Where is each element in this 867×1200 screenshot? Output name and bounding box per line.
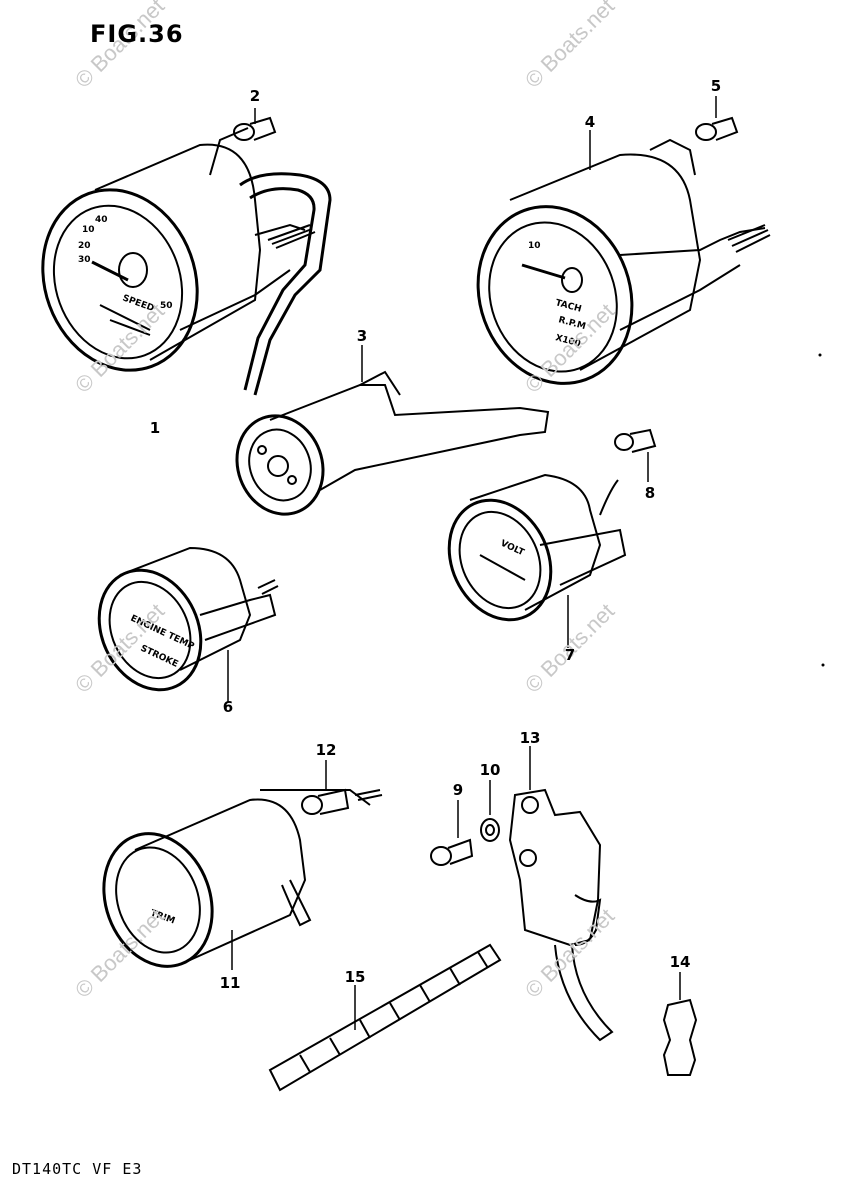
voltmeter-word: VOLT [499,539,527,559]
callout-2: 2 [249,87,261,105]
callout-10: 10 [479,761,501,779]
drive-adapter [235,345,550,516]
callout-11: 11 [219,974,241,992]
callout-15: 15 [344,968,366,986]
bulb-8 [614,428,657,482]
speedometer-num-50: 50 [160,301,173,311]
callout-8: 8 [644,484,656,502]
tachometer-word: TACH [554,298,582,315]
speedometer-num-40: 40 [95,215,108,225]
gauge6-line2: STROKE [139,644,180,670]
callout-4: 4 [584,113,596,131]
callout-12: 12 [315,741,337,759]
callout-1: 1 [149,419,161,437]
speedometer-num-20: 20 [78,241,91,251]
bolt-9 [430,800,474,866]
callout-7: 7 [564,646,576,664]
callout-6: 6 [222,698,234,716]
bulb-12 [301,760,350,815]
speedometer-num-30: 30 [78,255,91,265]
tachometer: TACH R.P.M X100 10 [476,130,771,385]
callout-5: 5 [710,77,722,95]
callout-3: 3 [356,327,368,345]
spiral-tube-15 [268,943,502,1092]
small-gauge-6: ENGINE TEMP STROKE [97,546,279,702]
speedometer: SPEED 10 20 30 40 50 [41,127,332,396]
washer-10 [480,780,500,842]
bulb-2 [233,108,277,141]
figure-title: FIG.36 [90,20,184,48]
callout-14: 14 [669,953,691,971]
trim-sender [508,746,614,1042]
callout-13: 13 [519,729,541,747]
clip-14 [662,972,698,1076]
bulb-5 [695,96,739,141]
callout-9: 9 [452,781,464,799]
tachometer-num: 10 [528,241,541,251]
model-code: DT140TC VF E3 [12,1160,143,1178]
speedometer-num-10: 10 [82,225,95,235]
